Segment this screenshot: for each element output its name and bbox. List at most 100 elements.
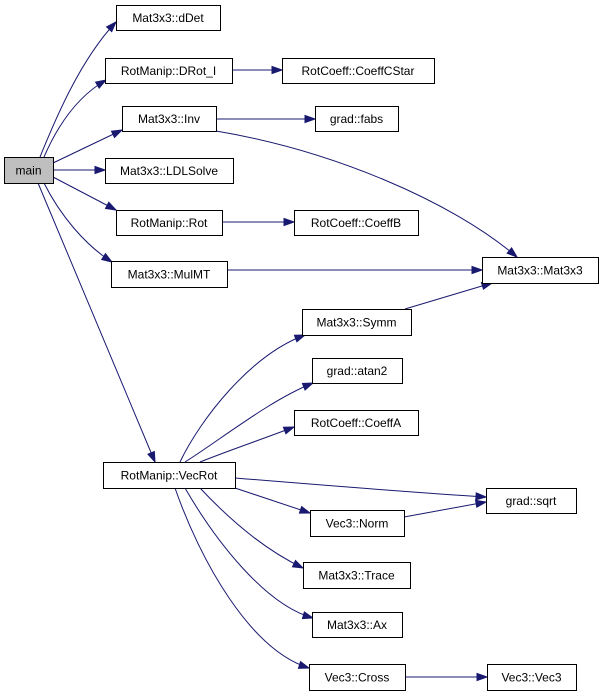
node-label: Mat3x3::MulMT — [128, 268, 211, 282]
edge-inv-to-mat3x3 — [215, 130, 518, 258]
node-box — [315, 106, 399, 132]
node-label: RotCoeff::CoeffA — [311, 416, 401, 430]
node-drot-i[interactable]: RotManip::DRot_I — [105, 58, 233, 84]
edge-vecrot-to-sqrt — [234, 477, 487, 498]
node-box — [116, 210, 223, 236]
edge-vecrot-to-atan2-arrowhead — [301, 382, 315, 391]
node-label: Mat3x3::Mat3x3 — [497, 264, 583, 278]
edge-vecrot-to-cross-arrowhead — [297, 660, 311, 669]
edge-vecrot-to-cross — [174, 487, 310, 669]
node-box — [312, 612, 403, 638]
edge-mulmt-to-mat3x3-arrowhead — [471, 265, 484, 275]
edge-vecrot-to-coeffa — [199, 426, 295, 463]
node-main[interactable]: main — [4, 157, 54, 184]
node-coeffb[interactable]: RotCoeff::CoeffB — [294, 210, 419, 236]
edge-vecrot-to-symm-arrowhead — [293, 334, 307, 343]
node-mat3x3[interactable]: Mat3x3::Mat3x3 — [482, 257, 599, 284]
node-label: Vec3::Vec3 — [501, 671, 561, 685]
node-norm[interactable]: Vec3::Norm — [310, 510, 405, 537]
edge-drot_i-to-coeffcstar-arrowhead — [271, 65, 284, 75]
edge-norm-to-sqrt-arrowhead — [474, 499, 488, 509]
node-box — [302, 309, 412, 336]
node-box — [310, 510, 405, 537]
node-box — [111, 261, 228, 288]
node-cross[interactable]: Vec3::Cross — [309, 664, 406, 691]
node-ax[interactable]: Mat3x3::Ax — [312, 612, 403, 638]
edge-main-to-ldlsolve-arrowhead — [94, 165, 107, 175]
node-ddet[interactable]: Mat3x3::dDet — [116, 5, 221, 31]
edge-main-to-rot-arrowhead — [104, 201, 118, 211]
node-box — [303, 562, 411, 589]
node-coeffcstar[interactable]: RotCoeff::CoeffCStar — [282, 58, 435, 84]
node-coeffa[interactable]: RotCoeff::CoeffA — [294, 410, 419, 436]
node-symm[interactable]: Mat3x3::Symm — [302, 309, 412, 336]
edge-main-to-mulmt-arrowhead — [100, 252, 114, 263]
node-box — [282, 58, 435, 84]
edge-vecrot-to-coeffa-arrowhead — [282, 426, 296, 435]
node-box — [294, 210, 419, 236]
edge-vecrot-to-trace — [199, 487, 304, 569]
edge-rot-to-coeffb-arrowhead — [283, 217, 296, 227]
edge-vecrot-to-sqrt-arrowhead — [475, 492, 488, 501]
edge-vecrot-to-ax-arrowhead — [301, 611, 315, 620]
edge-inv-to-mat3x3-arrowhead — [506, 247, 519, 258]
edge-main-to-rot — [52, 176, 117, 211]
edge-inv-to-fabs-arrowhead — [304, 114, 317, 124]
node-box — [116, 5, 221, 31]
node-label: Mat3x3::Trace — [318, 569, 395, 583]
node-label: Mat3x3::Ax — [327, 618, 387, 632]
node-label: main — [15, 164, 41, 178]
edge-norm-to-sqrt — [403, 501, 487, 518]
node-label: grad::sqrt — [506, 494, 557, 508]
edge-main-to-ddet-arrowhead — [105, 20, 118, 33]
node-trace[interactable]: Mat3x3::Trace — [303, 562, 411, 589]
edge-main-to-vecrot — [37, 182, 156, 463]
node-label: RotManip::Rot — [131, 216, 208, 230]
node-label: Mat3x3::Symm — [316, 316, 396, 330]
edge-vecrot-to-ax — [184, 487, 314, 619]
node-inv[interactable]: Mat3x3::Inv — [122, 106, 217, 132]
edge-vecrot-to-symm — [179, 334, 306, 463]
node-fabs[interactable]: grad::fabs — [315, 106, 399, 132]
edge-vecrot-to-norm — [234, 487, 311, 514]
edges — [37, 20, 519, 682]
node-label: Mat3x3::Inv — [138, 112, 200, 126]
node-box — [294, 410, 419, 436]
node-box — [105, 158, 234, 184]
node-label: RotCoeff::CoeffCStar — [302, 64, 415, 78]
node-box — [4, 157, 54, 184]
edge-vecrot-to-norm-arrowhead — [298, 505, 312, 514]
node-box — [312, 358, 403, 384]
edge-cross-to-vec3-arrowhead — [476, 672, 489, 682]
node-box — [309, 664, 406, 691]
node-box — [103, 462, 236, 489]
node-box — [105, 58, 233, 84]
edge-vecrot-to-atan2 — [184, 382, 314, 463]
edge-main-to-vecrot-arrowhead — [147, 450, 156, 464]
edge-vecrot-to-trace-arrowhead — [291, 559, 305, 569]
edge-main-to-inv — [52, 129, 123, 164]
edge-main-to-ddet — [39, 21, 117, 158]
node-atan2[interactable]: grad::atan2 — [312, 358, 403, 384]
node-sqrt[interactable]: grad::sqrt — [486, 488, 577, 514]
node-box — [482, 257, 599, 284]
node-mulmt[interactable]: Mat3x3::MulMT — [111, 261, 228, 288]
node-ldlsolve[interactable]: Mat3x3::LDLSolve — [105, 158, 234, 184]
node-vecrot[interactable]: RotManip::VecRot — [103, 462, 236, 489]
node-box — [486, 488, 577, 514]
node-rot[interactable]: RotManip::Rot — [116, 210, 223, 236]
node-label: RotManip::VecRot — [121, 469, 218, 483]
edge-symm-to-mat3x3 — [404, 282, 493, 310]
node-label: RotCoeff::CoeffB — [311, 216, 401, 230]
node-label: Vec3::Norm — [326, 517, 389, 531]
node-label: grad::fabs — [330, 112, 383, 126]
node-box — [122, 106, 217, 132]
node-label: RotManip::DRot_I — [121, 64, 216, 78]
node-label: Mat3x3::dDet — [132, 11, 204, 25]
node-label: Vec3::Cross — [325, 671, 390, 685]
node-vec3[interactable]: Vec3::Vec3 — [487, 664, 577, 691]
edge-main-to-drot_i — [43, 79, 107, 158]
edge-main-to-inv-arrowhead — [110, 129, 124, 139]
